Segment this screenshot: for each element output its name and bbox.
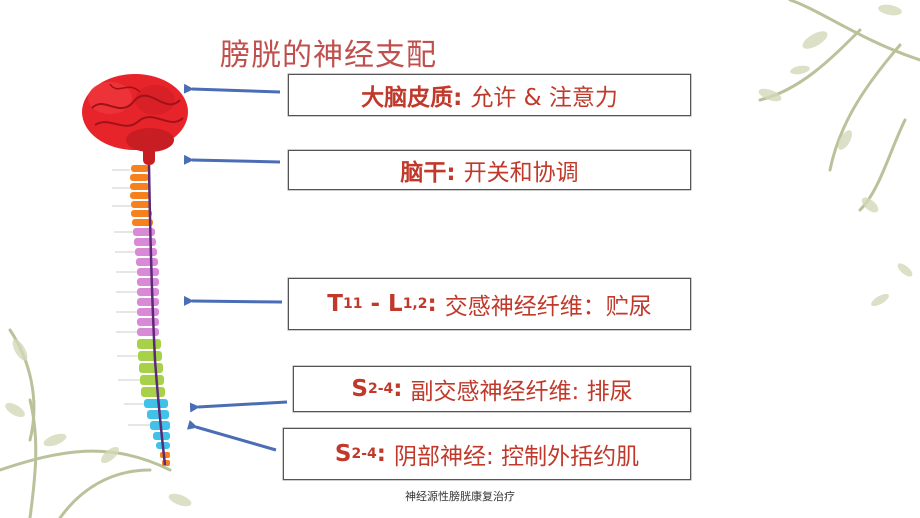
label-cortex: 大脑皮质: 允许 & 注意力 (288, 74, 691, 116)
vine-bottom-left (0, 328, 172, 518)
pud-colon: : (376, 441, 386, 467)
arrow-pudendal (186, 419, 277, 452)
label-brainstem-text: 开关和协调 (463, 160, 579, 186)
nerve-roots (112, 169, 150, 426)
label-sympathetic-text: 交感神经纤维：贮尿 (444, 294, 652, 320)
leaves-top-right (758, 4, 902, 213)
symp-dash: - (362, 291, 389, 317)
arrow-sympathetic (183, 295, 283, 306)
label-cortex-key: 大脑皮质: (361, 85, 463, 111)
label-pudendal-text: 阴部神经: 控制外括约肌 (394, 444, 640, 470)
pud-s-sub: 2-4 (351, 446, 377, 462)
symp-colon: : (427, 291, 437, 317)
arrow-parasympathetic (189, 400, 288, 413)
spinal-cord (147, 164, 167, 466)
symp-l-letter: L (388, 291, 403, 317)
leaves-bottom-left (5, 339, 192, 507)
page-title: 膀胱的神经支配 (220, 38, 437, 73)
arrow-brainstem (183, 154, 281, 165)
label-parasympathetic-text: 副交感神经纤维: 排尿 (410, 379, 633, 405)
label-cortex-text: 允许 & 注意力 (470, 85, 618, 111)
symp-l-sub: 1,2 (402, 296, 428, 312)
symp-t-sub: 11 (342, 296, 363, 312)
symp-t-letter: T (327, 291, 343, 317)
para-s-sub: 2-4 (368, 381, 394, 397)
spine-cervical (130, 165, 153, 226)
arrow-cortex (183, 83, 281, 94)
leaves-mid-right (871, 263, 913, 307)
para-colon: : (393, 376, 403, 402)
footer-caption: 神经源性膀胱康复治疗 (405, 490, 515, 503)
brain-icon (82, 74, 188, 165)
label-brainstem-key: 脑干: (400, 160, 456, 186)
label-brainstem: 脑干: 开关和协调 (288, 150, 691, 190)
pud-s-letter: S (334, 441, 352, 467)
para-s-letter: S (351, 376, 368, 402)
